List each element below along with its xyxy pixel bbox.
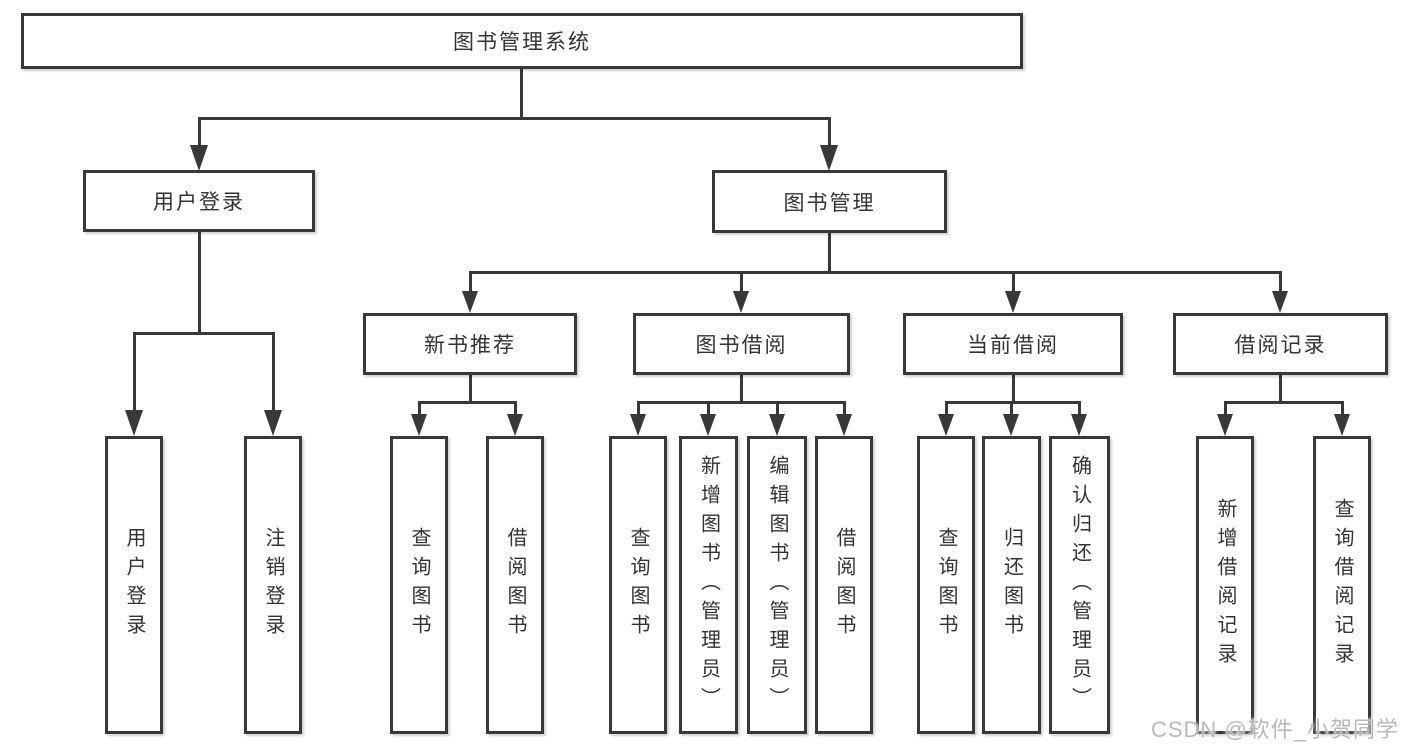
- connector-drop: [707, 403, 710, 416]
- connector-bookmgmt-stem: [828, 233, 831, 273]
- connector-drop: [776, 403, 779, 416]
- node-nbr-query-books: 查询图书: [390, 436, 448, 734]
- connector-bookmgmt-rail: [469, 271, 1282, 274]
- connector-drop: [1010, 403, 1013, 416]
- node-logout-leaf: 注销登录: [244, 436, 302, 734]
- node-br-query-record: 查询借阅记录: [1313, 436, 1371, 734]
- connector-drop: [637, 403, 640, 416]
- connector-drop: [843, 403, 846, 416]
- node-bb-add-books-admin: 新增图书（管理员）: [679, 436, 738, 734]
- arrowhead-icon: [700, 414, 716, 436]
- connector-br-stem: [1279, 375, 1282, 403]
- connector-nbr-rail: [418, 401, 517, 404]
- arrowhead-icon: [769, 414, 785, 436]
- arrowhead-icon: [1334, 414, 1350, 436]
- arrowhead-icon: [1005, 291, 1021, 313]
- connector-drop: [1078, 403, 1081, 416]
- node-bb-query-books: 查询图书: [609, 436, 667, 734]
- node-nbr-borrow-books: 借阅图书: [486, 436, 544, 734]
- connector-drop-current-borrow: [1012, 273, 1015, 293]
- arrowhead-icon: [1071, 414, 1087, 436]
- connector-cb-stem: [1012, 375, 1015, 403]
- node-bb-borrow-books: 借阅图书: [815, 436, 873, 734]
- connector-nbr-stem: [469, 375, 472, 403]
- connector-drop-user-login: [198, 119, 201, 147]
- node-borrowing-records: 借阅记录: [1173, 313, 1388, 375]
- node-bb-edit-books-admin: 编辑图书（管理员）: [747, 436, 807, 734]
- node-cb-query-books: 查询图书: [917, 436, 975, 734]
- node-br-add-record: 新增借阅记录: [1196, 436, 1254, 734]
- node-book-borrowing: 图书借阅: [633, 313, 850, 375]
- watermark: CSDN @软件_小贺同学: [1150, 717, 1399, 742]
- arrowhead-icon: [836, 414, 852, 436]
- arrowhead-icon: [1003, 414, 1019, 436]
- connector-drop: [945, 403, 948, 416]
- connector-drop-logout-leaf: [272, 334, 275, 414]
- connector-drop: [1341, 403, 1344, 416]
- connector-root-rail: [198, 117, 831, 120]
- connector-bb-rail: [637, 401, 846, 404]
- arrowhead-icon: [264, 410, 282, 436]
- node-book-management-group: 图书管理: [712, 170, 947, 233]
- connector-userlogin-rail: [133, 332, 275, 335]
- arrowhead-icon: [938, 414, 954, 436]
- node-cb-confirm-return-admin: 确认归还（管理员）: [1049, 436, 1110, 734]
- arrowhead-icon: [411, 414, 427, 436]
- connector-drop-book-mgmt: [828, 119, 831, 147]
- arrowhead-icon: [462, 291, 478, 313]
- connector-root-stem: [520, 69, 523, 117]
- arrowhead-icon: [820, 145, 838, 171]
- arrowhead-icon: [630, 414, 646, 436]
- node-new-book-recommend: 新书推荐: [363, 313, 577, 375]
- connector-drop-userlogin-leaf: [133, 334, 136, 414]
- connector-br-rail: [1224, 401, 1344, 404]
- arrowhead-icon: [507, 414, 523, 436]
- node-root: 图书管理系统: [21, 13, 1023, 69]
- arrowhead-icon: [190, 145, 208, 171]
- arrowhead-icon: [1217, 414, 1233, 436]
- connector-cb-rail: [945, 401, 1081, 404]
- connector-drop-book-borrow: [740, 273, 743, 293]
- arrowhead-icon: [733, 291, 749, 313]
- connector-drop: [514, 403, 517, 416]
- connector-userlogin-stem: [198, 232, 201, 334]
- connector-drop: [1224, 403, 1227, 416]
- connector-drop: [418, 403, 421, 416]
- arrowhead-icon: [1272, 291, 1288, 313]
- connector-drop-borrow-records: [1279, 273, 1282, 293]
- arrowhead-icon: [125, 410, 143, 436]
- connector-drop-new-book: [469, 273, 472, 293]
- node-cb-return-books: 归还图书: [982, 436, 1041, 734]
- node-user-login-group: 用户登录: [83, 170, 315, 232]
- node-user-login-leaf: 用户登录: [105, 436, 163, 734]
- connector-bb-stem: [740, 375, 743, 403]
- node-current-borrowing: 当前借阅: [903, 313, 1123, 375]
